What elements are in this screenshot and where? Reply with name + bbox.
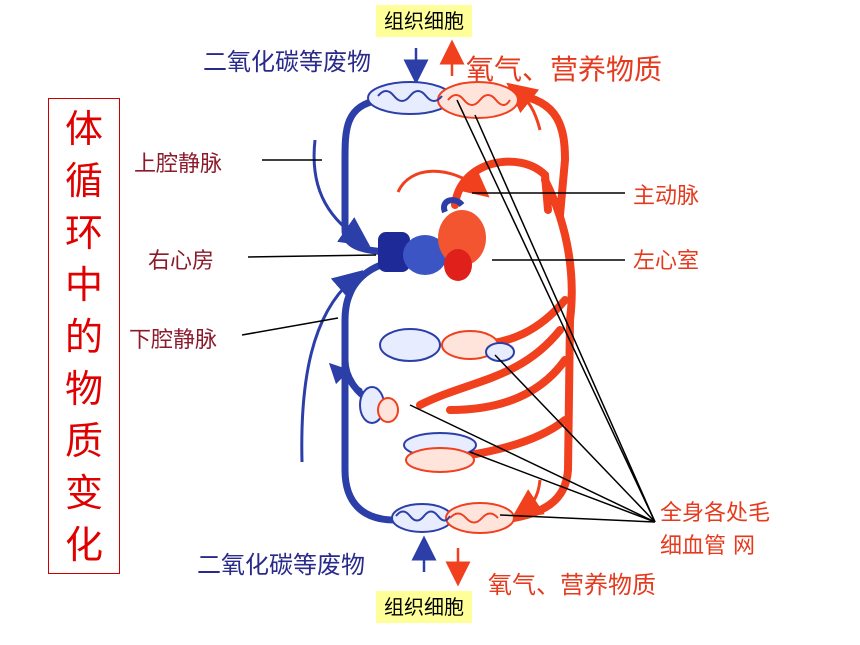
- bottom-return-arrow: [511, 479, 545, 519]
- title-box: 体 循 环 中 的 物 质 变 化: [48, 98, 120, 574]
- superior-vena-cava-label: 上腔静脉: [134, 152, 223, 177]
- capillary-bed-bottom: [391, 502, 515, 534]
- aorta-flow-arrow: [396, 166, 490, 198]
- superior-vena-flow-arrow: [312, 139, 371, 247]
- aorta-label: 主动脉: [633, 184, 700, 209]
- capillary-bed-mid-1: [379, 328, 515, 362]
- inferior-vena-flow-arrow: [300, 270, 364, 463]
- title-char-9: 化: [64, 523, 103, 567]
- title-char-4: 中: [64, 263, 103, 307]
- capillary-bed-mid-2: [403, 432, 477, 473]
- heart: [378, 197, 486, 281]
- right-atrium-label: 右心房: [148, 249, 215, 274]
- leader-lines: [241, 99, 656, 523]
- oxygen-nutrients-label-top: 氧气、营养物质: [466, 53, 663, 86]
- capillary-bed-side: [359, 386, 399, 424]
- tissue-cells-top: 组织细胞: [376, 5, 472, 37]
- title-char-3: 环: [64, 211, 103, 255]
- oxygen-nutrients-label-bottom: 氧气、营养物质: [488, 571, 656, 599]
- title-char-6: 物: [64, 367, 103, 411]
- title-char-8: 变: [64, 471, 103, 515]
- top-return-arrow: [506, 82, 542, 131]
- veins: [341, 96, 399, 524]
- title-char-1: 体: [64, 107, 103, 151]
- capillary-bed-top: [367, 81, 519, 119]
- capillary-network-label-line2: 细血管 网: [660, 534, 755, 559]
- inferior-vena-cava-label: 下腔静脉: [129, 328, 218, 353]
- co2-waste-label-top: 二氧化碳等废物: [203, 48, 371, 76]
- left-ventricle-label: 左心室: [633, 249, 700, 274]
- side-flow-arrow: [328, 362, 363, 391]
- tissue-cells-bottom: 组织细胞: [376, 591, 472, 623]
- co2-waste-label-bottom: 二氧化碳等废物: [197, 551, 365, 579]
- title-char-7: 质: [64, 419, 103, 463]
- title-char-2: 循: [64, 159, 103, 203]
- title-char-5: 的: [64, 315, 103, 359]
- capillary-network-label-line1: 全身各处毛: [660, 501, 771, 526]
